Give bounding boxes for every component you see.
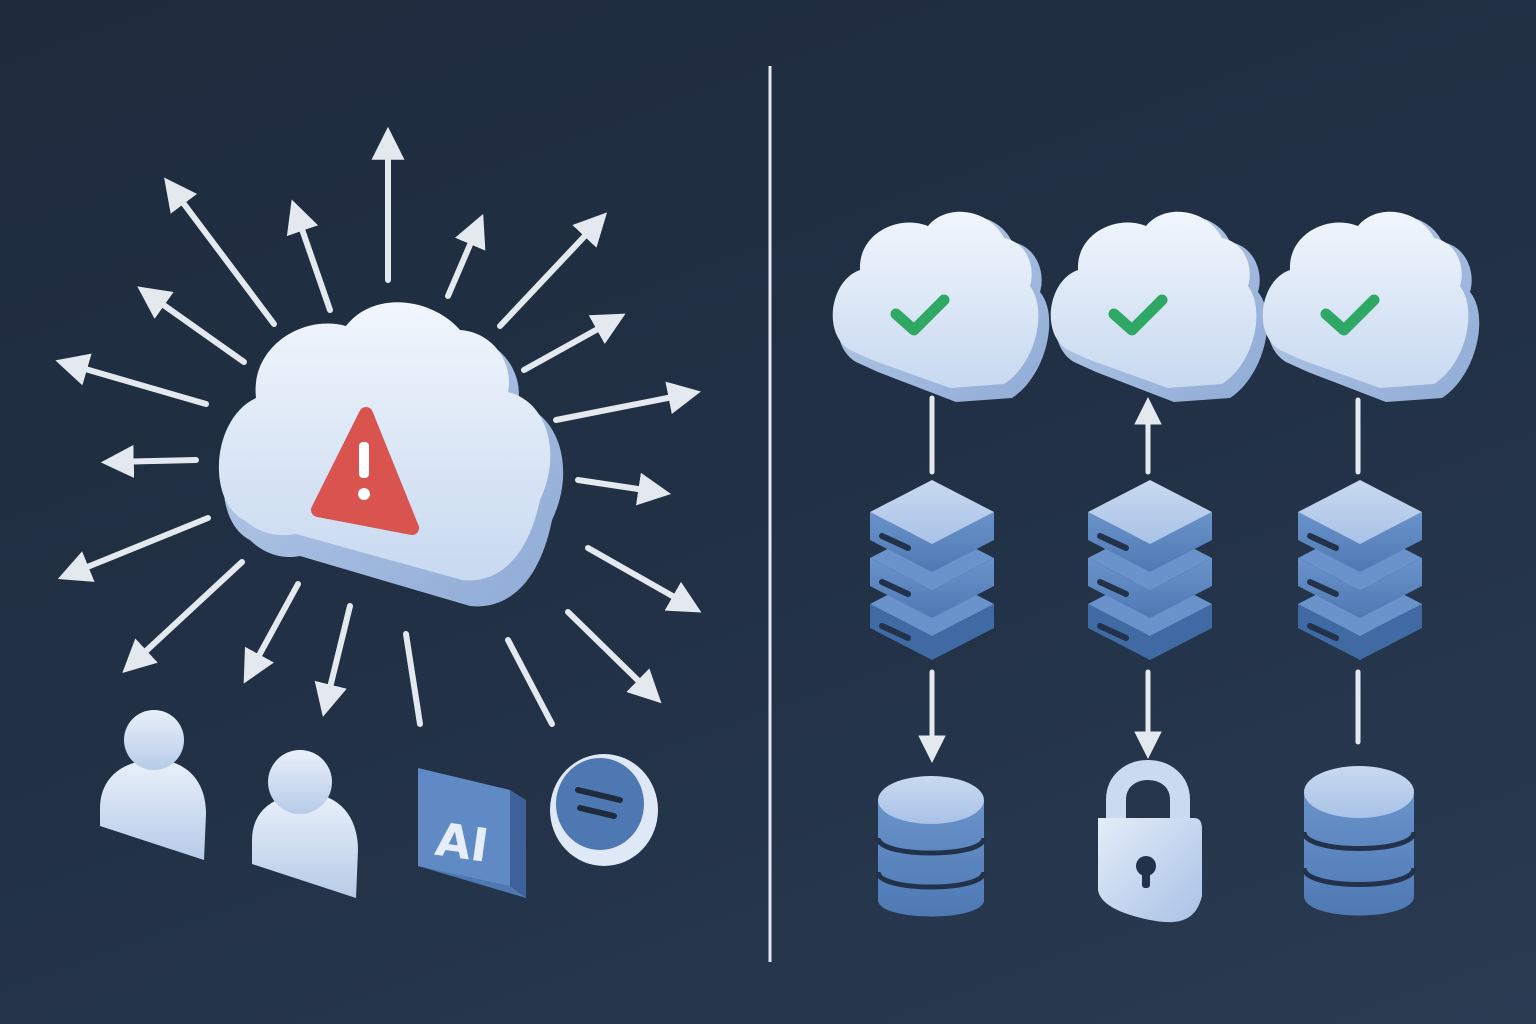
arrow [575,472,672,506]
radiating-arrows [55,126,702,727]
ai-chip-icon: AI [418,768,526,898]
database-icon [875,776,987,917]
arrow [445,213,486,299]
arrow [57,515,211,582]
arrow-line [403,631,423,727]
arrow [100,445,199,479]
arrow [243,581,301,684]
server-stack-icon [870,480,994,660]
user-icon [252,750,358,898]
arrow [521,313,626,373]
arrow [122,559,245,673]
arrow [585,545,702,613]
cloud-warning-icon [218,302,564,607]
arrow [164,177,277,327]
ai-chip-label: AI [432,812,492,873]
arrow [137,286,247,365]
chat-bubble-icon [550,754,658,866]
arrow [286,199,333,313]
cloud-check-icon [832,211,1050,402]
server-stack-icon [1088,480,1212,660]
server-stack-icon [1298,480,1422,660]
arrow [55,353,209,407]
user-icon [100,710,206,860]
arrow [565,609,662,704]
arrow [314,603,353,717]
arrow [497,212,608,329]
padlock-icon [1098,760,1202,923]
database-icon [1301,766,1417,916]
arrow [553,381,701,423]
arrow-line [505,637,555,727]
cloud-check-icon [1050,211,1268,402]
cloud-check-icon [1262,211,1480,402]
